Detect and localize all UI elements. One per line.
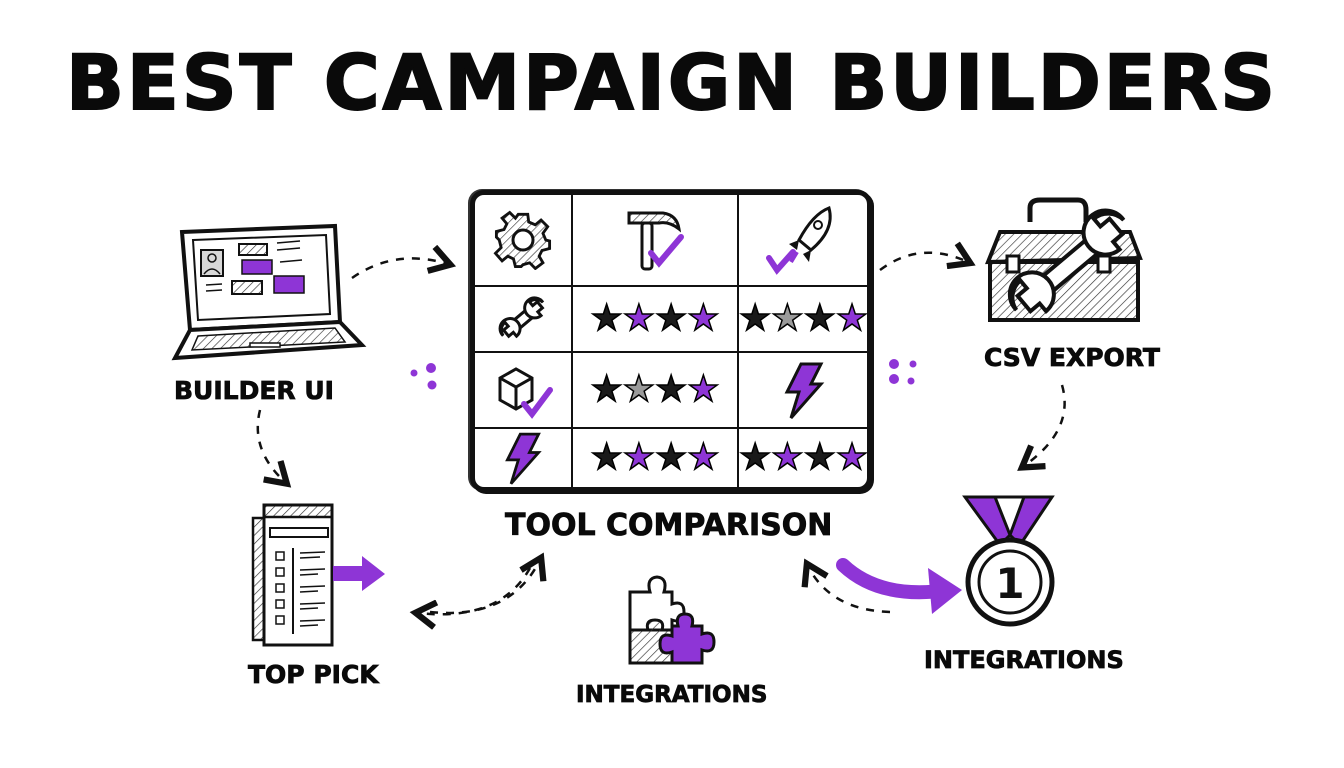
table-cell: ★★★★ <box>573 287 739 353</box>
star-rating: ★★★★ <box>590 369 721 410</box>
table-cell: ★★★★ <box>738 287 869 353</box>
csv-export-label: CSV EXPORT <box>984 343 1161 373</box>
lightning-icon <box>784 362 824 419</box>
wrench-icon <box>498 296 545 339</box>
table-cell <box>475 353 573 429</box>
arrow-medal-to-table <box>808 566 891 614</box>
decorative-dots-left <box>410 363 437 390</box>
checklist-document-icon <box>251 503 385 647</box>
star-rating: ★★★★ <box>590 437 721 478</box>
arrow-builder-to-toppick <box>256 409 285 482</box>
page-title: BEST CAMPAIGN BUILDERS <box>65 37 1278 128</box>
integrations-puzzle-label: INTEGRATIONS <box>576 682 768 709</box>
hammer-check-icon <box>627 211 684 271</box>
rocket-check-icon <box>765 206 832 275</box>
table-cell <box>739 195 867 287</box>
table-cell <box>573 195 739 287</box>
laptop-icon <box>171 223 367 361</box>
comparison-table: ★★★★ ★★★★ ★★★★ ★★★★ ★ <box>470 190 872 492</box>
top-pick-label: TOP PICK <box>248 660 379 690</box>
table-cell: ★★★★ <box>573 429 739 487</box>
arrow-to-toppick <box>418 567 532 614</box>
arrow-builder-to-table <box>351 258 448 280</box>
arrow-table-to-csv <box>879 253 968 272</box>
table-cell: ★★★★ <box>738 429 869 487</box>
table-cell <box>475 195 573 287</box>
arrow-csv-to-medal <box>1024 384 1066 466</box>
star-rating: ★★★★ <box>738 437 869 478</box>
table-cell <box>739 353 867 429</box>
lightning-icon <box>505 432 542 485</box>
arrow-to-table <box>429 560 540 615</box>
table-cell: ★★★★ <box>573 353 739 429</box>
table-cell <box>475 429 573 487</box>
medal-number: 1 <box>995 559 1024 608</box>
star-rating: ★★★★ <box>590 298 721 339</box>
decorative-dots-right <box>889 359 917 385</box>
toolbox-wrench-icon <box>985 197 1143 322</box>
star-rating: ★★★★ <box>738 298 869 339</box>
cube-check-icon <box>498 367 553 419</box>
puzzle-pieces-icon <box>628 575 716 665</box>
builder-ui-label: BUILDER UI <box>174 376 335 406</box>
tool-comparison-label: TOOL COMPARISON <box>505 508 833 544</box>
medal-first-place-icon: 1 <box>962 495 1055 627</box>
gear-icon <box>493 210 552 270</box>
integrations-medal-label: INTEGRATIONS <box>924 646 1125 675</box>
table-cell <box>475 287 573 353</box>
